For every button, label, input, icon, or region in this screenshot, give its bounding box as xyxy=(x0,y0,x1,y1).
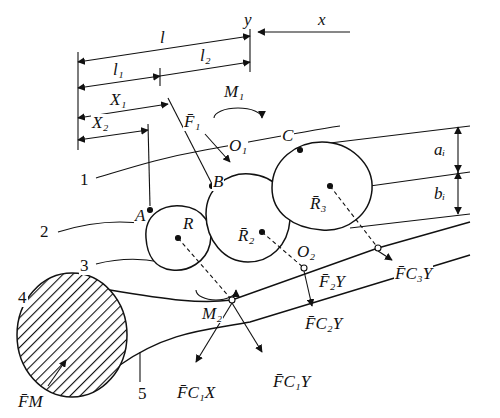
symbol-label: F̄C₁X xyxy=(176,384,216,402)
symbol-label: aᵢ xyxy=(433,141,446,159)
symbol-label: bᵢ xyxy=(433,185,446,203)
symbol-label: B xyxy=(212,173,224,191)
symbol-label: O₂ xyxy=(296,243,316,261)
symbol-label: X₁ xyxy=(109,91,127,109)
symbol-label: X₂ xyxy=(91,114,109,132)
callout-number: 5 xyxy=(137,385,148,403)
symbol-label: M₁ xyxy=(223,83,245,101)
symbol-label: R̄₃ xyxy=(309,195,327,213)
symbol-label: x xyxy=(317,11,327,29)
symbol-label: F̄C₃Y xyxy=(394,265,433,283)
symbol-label: l₁ xyxy=(112,61,125,79)
symbol-label: M₂ xyxy=(201,305,223,323)
symbol-label: F̄C₁Y xyxy=(272,373,311,391)
callout-number: 2 xyxy=(39,223,50,241)
symbol-label: O₁ xyxy=(228,137,248,155)
symbol-label: l xyxy=(159,29,166,47)
symbol-label: R xyxy=(182,215,194,233)
symbol-label: F̄₂Y xyxy=(318,273,346,291)
symbol-label: y xyxy=(243,11,253,29)
symbol-label: F̄C₂Y xyxy=(304,315,343,333)
symbol-label: F̄₁ xyxy=(183,113,201,131)
symbol-label: C xyxy=(281,127,294,145)
symbol-label: l₂ xyxy=(199,47,212,65)
symbol-label: R̄₂ xyxy=(237,227,255,245)
callout-number: 3 xyxy=(79,257,90,275)
callout-number: 1 xyxy=(79,171,90,189)
callout-number: 4 xyxy=(17,289,28,307)
symbol-label: A xyxy=(134,207,146,225)
symbol-label: F̄M xyxy=(17,393,44,411)
